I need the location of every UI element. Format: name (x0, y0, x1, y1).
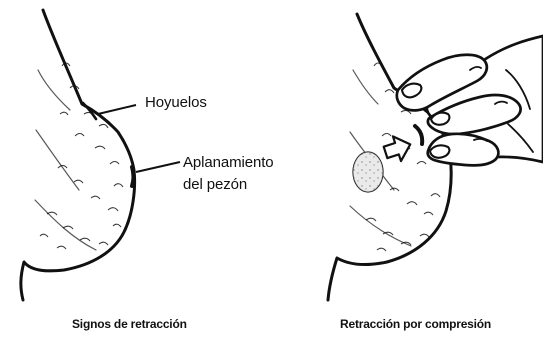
nipple-flattening-label-line2: del pezón (183, 177, 247, 192)
lesion-icon (353, 152, 383, 192)
hand-icon (397, 36, 543, 165)
thumb-nail (430, 145, 449, 157)
left-breast-illustration (21, 10, 180, 300)
flattening-leader-line (136, 162, 180, 172)
compressed-nipple-mark (415, 126, 422, 144)
left-breast-shadow (35, 70, 96, 250)
dimpling-label: Hoyuelos (145, 95, 207, 110)
right-breast-illustration (328, 14, 543, 300)
left-panel-caption: Signos de retracción (72, 318, 187, 330)
left-breast-outline (21, 10, 135, 300)
nipple-flattening-label-line1: Aplanamiento (183, 155, 274, 170)
right-panel-caption: Retracción por compresión (340, 318, 491, 330)
flattened-nipple-mark (132, 167, 134, 186)
dimpling-leader-line (98, 105, 136, 114)
